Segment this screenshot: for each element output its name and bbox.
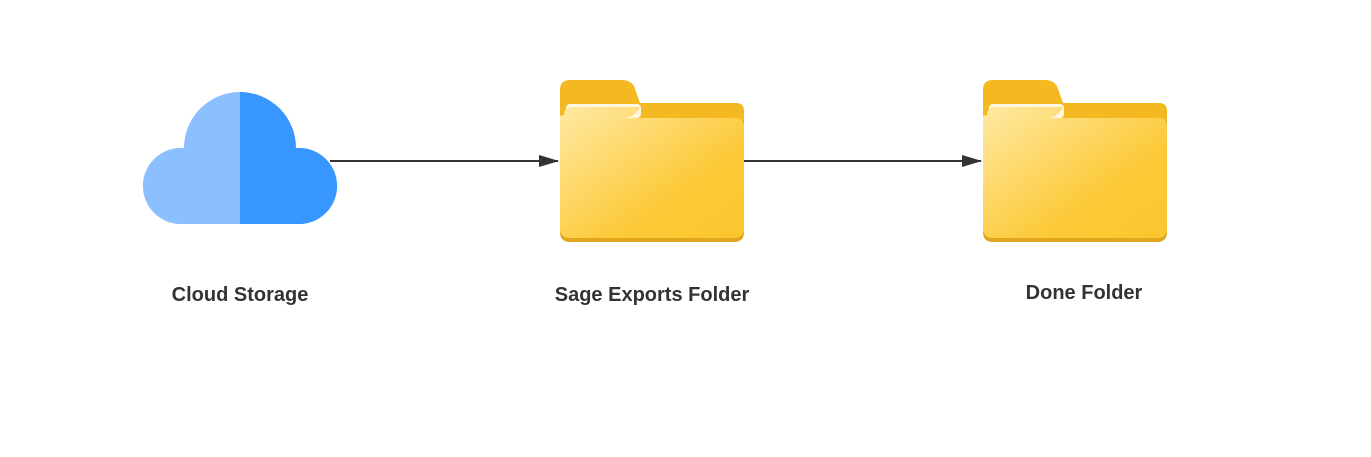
cloud-icon [142, 92, 338, 224]
cloud-right-half [240, 92, 338, 224]
cloud-storage-label: Cloud Storage [171, 284, 309, 306]
sage-exports-folder-label: Sage Exports Folder [554, 284, 750, 306]
folder-icon [983, 80, 1167, 242]
folder-icon [560, 80, 744, 242]
done-folder-label: Done Folder [1025, 282, 1143, 304]
folder-front [560, 107, 744, 238]
folder-front [983, 107, 1167, 238]
cloud-left-half [142, 92, 240, 224]
